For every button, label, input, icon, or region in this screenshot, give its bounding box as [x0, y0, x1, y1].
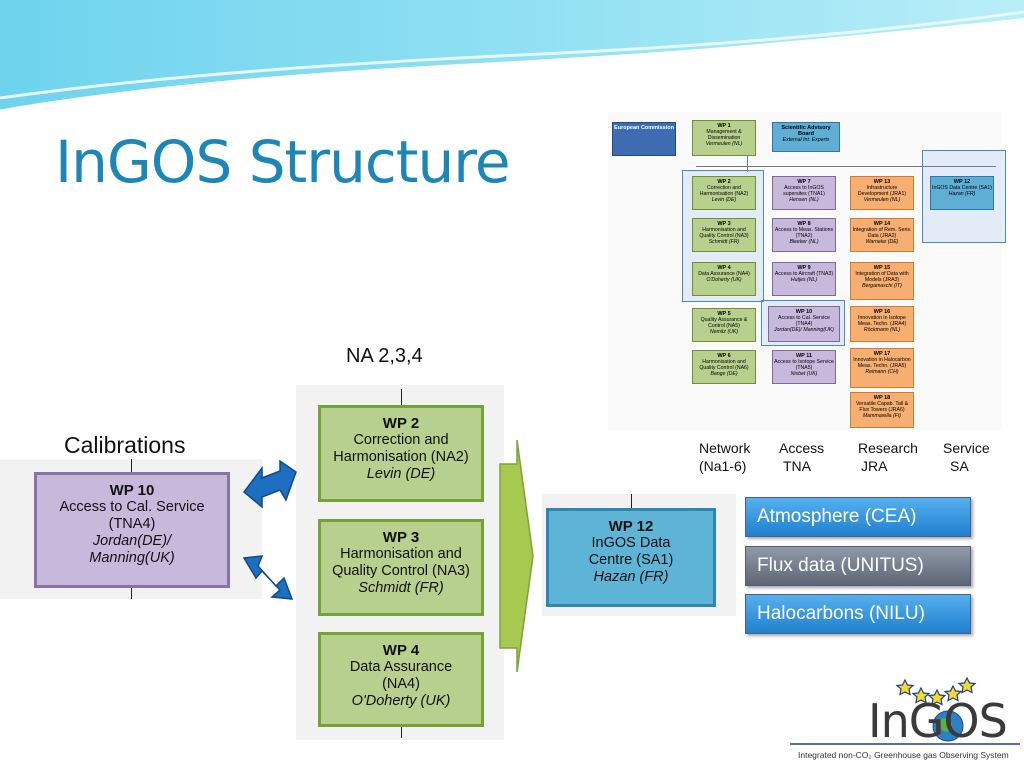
pill-halocarbons[interactable]: Halocarbons (NILU) [745, 594, 971, 634]
star-icon [943, 684, 963, 702]
ingos-logo-stars [790, 676, 1020, 745]
connector-line [401, 389, 402, 407]
big-green-arrow [499, 439, 534, 673]
na-label: NA 2,3,4 [346, 345, 423, 367]
wp12-box: WP 12 InGOS Data Centre (SA1) Hazan (FR) [546, 508, 716, 607]
slide-title: InGOS Structure [55, 128, 511, 196]
ingos-logo-tagline: Integrated non-CO₂ Greenhouse gas Observ… [798, 750, 1009, 760]
org-connector [747, 154, 748, 172]
connector-line [401, 724, 402, 738]
header-wave [0, 0, 1024, 115]
star-icon [957, 676, 977, 694]
star-icon [895, 678, 915, 696]
org-connector [696, 166, 996, 167]
ingos-logo-text: InGOS [868, 694, 1008, 748]
connector-line [631, 494, 632, 510]
column-label-network: Network(Na1-6) [699, 440, 751, 474]
wp2-box: WP 2 Correction and Harmonisation (NA2) … [318, 405, 484, 502]
connector-line [131, 585, 132, 599]
org-european-commission: European Commission [612, 122, 676, 156]
connector-line [131, 459, 132, 477]
wp10-box: WP 10 Access to Cal. Service (TNA4) Jord… [34, 472, 230, 588]
pill-atmosphere[interactable]: Atmosphere (CEA) [745, 497, 971, 537]
star-icon [911, 686, 931, 704]
pill-flux-data[interactable]: Flux data (UNITUS) [745, 546, 971, 586]
wp3-box: WP 3 Harmonisation and Quality Control (… [318, 519, 484, 616]
star-icon [927, 688, 947, 706]
calibrations-label: Calibrations [64, 432, 186, 458]
wp4-box: WP 4 Data Assurance (NA4) O'Doherty (UK) [318, 632, 484, 727]
